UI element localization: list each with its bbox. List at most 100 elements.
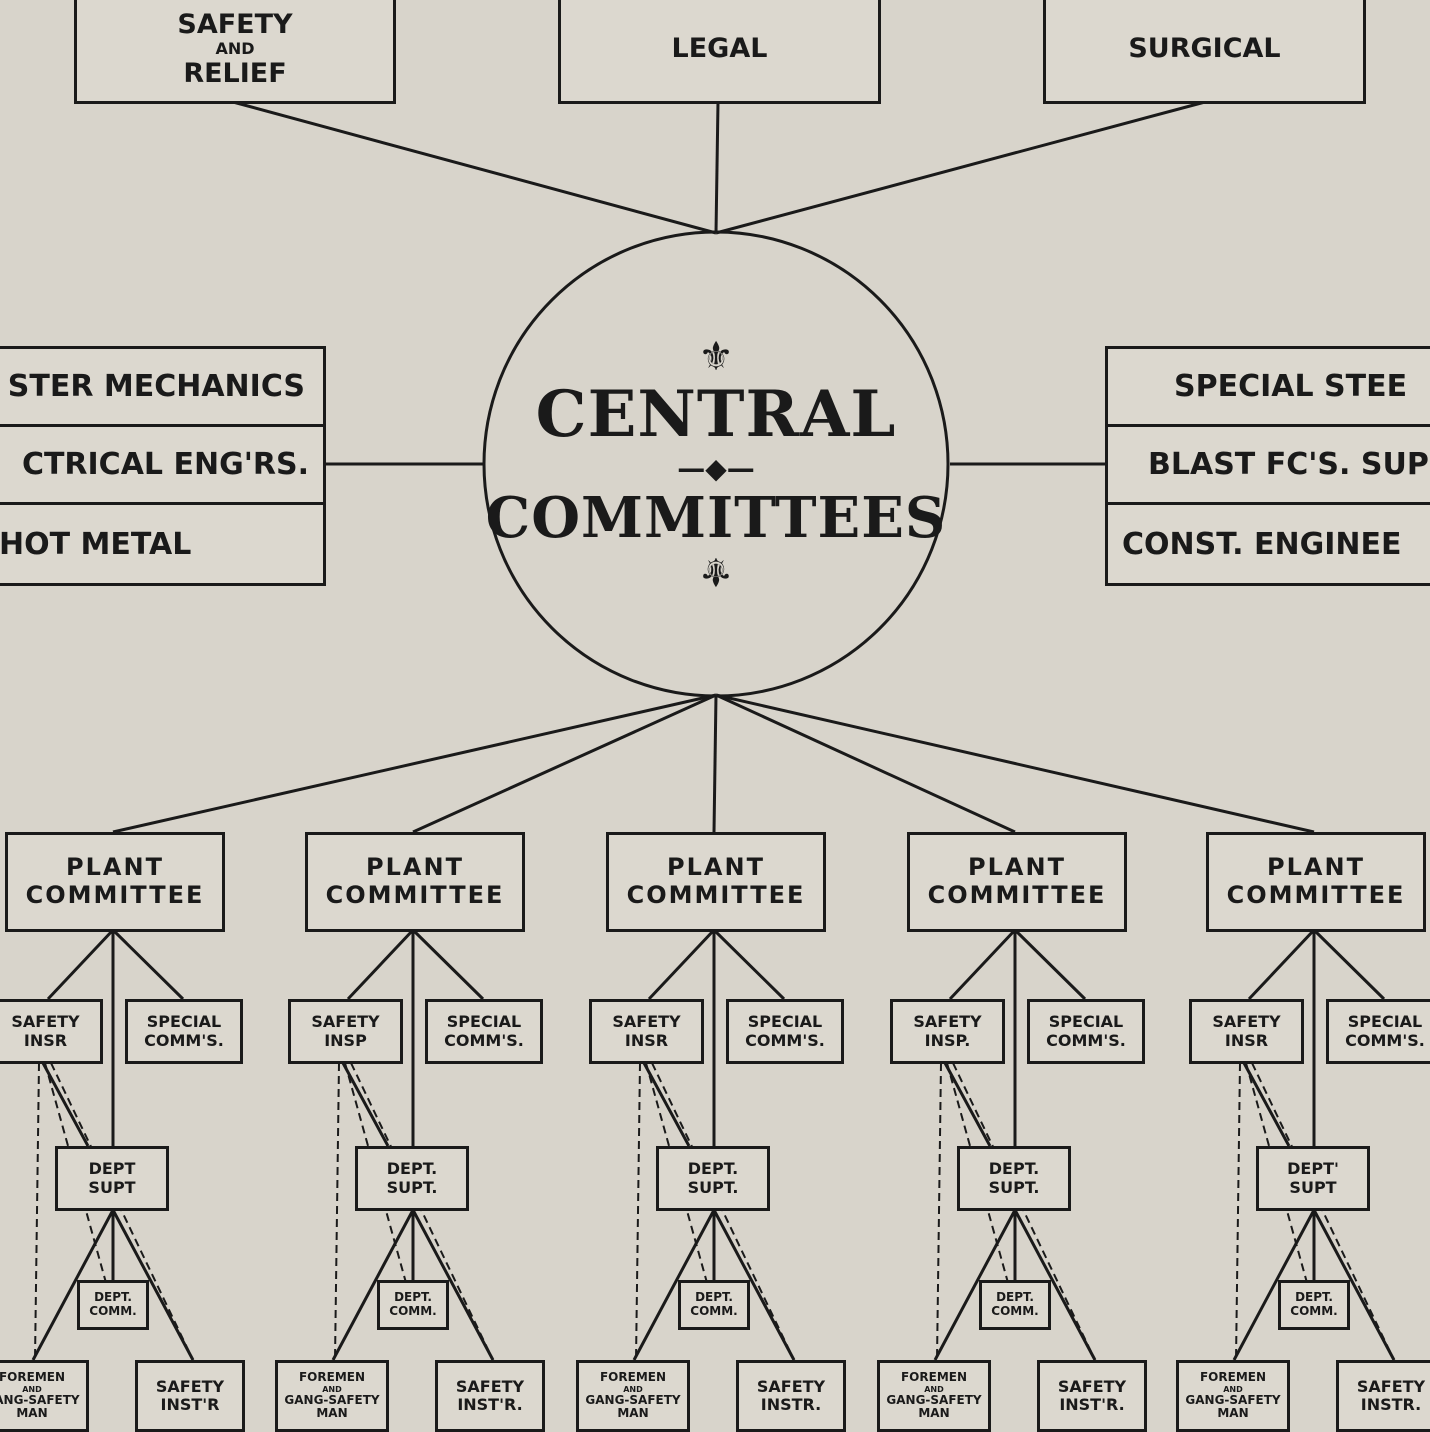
label: COMM'S.	[1046, 1030, 1126, 1050]
label: COMMITTEE	[325, 881, 505, 909]
right-row: CONST. ENGINEE	[1108, 505, 1430, 583]
line-plant-to-safety-insp	[46, 928, 115, 1001]
line-dept-supt-to-foremen	[31, 1209, 115, 1361]
label: SAFETY	[1356, 1376, 1426, 1396]
label: PLANT	[1267, 853, 1365, 882]
line-plant-to-safety-insp	[948, 928, 1017, 1001]
dept-committee-box: DEPT.COMM.	[1278, 1280, 1350, 1330]
label: SPECIAL	[1048, 1012, 1124, 1032]
label: COMM'S.	[144, 1030, 224, 1050]
dept-superintendent-box: DEPT.SUPT.	[656, 1146, 770, 1211]
label: CONST. ENGINEE	[1122, 526, 1402, 562]
dashed-line-inspection	[350, 1062, 494, 1361]
dashed-line-inspection	[651, 1062, 795, 1361]
label: STER MECHANICS	[7, 369, 305, 404]
label: AND	[623, 1384, 643, 1394]
label: SAFETY	[455, 1376, 525, 1396]
label: FOREMEN	[298, 1369, 366, 1384]
dashed-line-inspection	[334, 1062, 340, 1361]
label: PLANT	[667, 853, 765, 882]
label: SAFETY	[913, 1012, 982, 1032]
line-dept-supt-to-foremen	[1232, 1209, 1316, 1361]
label: DEPT.	[695, 1290, 733, 1305]
label: SUPT.	[386, 1177, 438, 1197]
label: SUPT.	[988, 1177, 1040, 1197]
label: COMMITTEE	[927, 881, 1107, 909]
central-title-line2: COMMITTEES	[485, 485, 947, 552]
legal-box: LEGAL	[558, 0, 881, 104]
label: COMM.	[389, 1304, 437, 1318]
line-plant-to-safety-insp	[647, 928, 716, 1001]
label: SPECIAL	[146, 1012, 222, 1032]
label: GANG-SAFETY	[886, 1392, 982, 1407]
dept-superintendent-box: DEPT.SUPT.	[957, 1146, 1071, 1211]
line-plant-to-special	[111, 928, 185, 1001]
label: FOREMEN	[599, 1369, 667, 1384]
label: SUPT.	[687, 1177, 739, 1197]
label: INSTR.	[1360, 1395, 1422, 1414]
label: AND	[322, 1384, 342, 1394]
divider-ornament-icon: —◆—	[677, 451, 755, 485]
line-dept-supt-to-safety-instr	[712, 1209, 796, 1361]
left-committee-list: STER MECHANICS CTRICAL ENG'RS. HOT METAL	[0, 346, 326, 586]
dept-committee-box: DEPT.COMM.	[678, 1280, 750, 1330]
label: CTRICAL ENG'RS.	[21, 447, 309, 482]
dept-committee-box: DEPT.COMM.	[979, 1280, 1051, 1330]
label: COMM.	[690, 1304, 738, 1318]
line-safety-insp-to-dept-supt	[41, 1062, 90, 1147]
label: SAFETY	[155, 1376, 225, 1396]
label: PLANT	[366, 853, 464, 882]
label: HOT METAL	[0, 526, 192, 562]
dashed-line-inspection	[1251, 1062, 1395, 1361]
label: GANG-SAFETY	[1185, 1392, 1281, 1407]
dashed-line-inspection	[936, 1062, 942, 1361]
label: DEPT.	[394, 1290, 432, 1305]
label: INST'R	[160, 1395, 220, 1414]
label: INST'R.	[457, 1395, 523, 1414]
label: MAN	[918, 1406, 950, 1421]
line-plant-to-safety-insp	[1247, 928, 1316, 1001]
line-center-to-plant	[715, 693, 1016, 834]
label: GANG-SAFETY	[0, 1392, 80, 1407]
line-center-to-plant	[412, 693, 717, 834]
label: SPECIAL STEE	[1174, 369, 1408, 404]
line-dept-supt-to-safety-instr	[1013, 1209, 1097, 1361]
safety-relief-box: SAFETY AND RELIEF	[74, 0, 396, 104]
label: INST'R.	[1059, 1395, 1125, 1414]
line-dept-supt-to-foremen	[331, 1209, 415, 1361]
label: DEPT.	[1295, 1290, 1333, 1305]
dashed-line-inspection	[34, 1062, 40, 1361]
label: FOREMEN	[900, 1369, 968, 1384]
label: PLANT	[968, 853, 1066, 882]
line-center-to-plant	[112, 693, 717, 834]
label: COMMITTEE	[25, 881, 205, 909]
line-plant-to-safety-insp	[346, 928, 415, 1001]
left-row: HOT METAL	[0, 505, 323, 583]
line-safety-insp-to-dept-supt	[943, 1062, 992, 1147]
label: DEPT.	[386, 1159, 438, 1179]
label: AND	[215, 38, 255, 58]
label: FOREMEN	[1199, 1369, 1267, 1384]
label: MAN	[16, 1406, 48, 1421]
line-dept-supt-to-safety-instr	[111, 1209, 195, 1361]
label: INSP	[324, 1030, 367, 1050]
label: SAFETY	[1212, 1012, 1281, 1032]
dept-superintendent-box: DEPT.SUPT.	[355, 1146, 469, 1211]
label: GANG-SAFETY	[284, 1392, 380, 1407]
right-row: BLAST FC'S. SUP	[1108, 427, 1430, 505]
line-dept-supt-to-safety-instr	[411, 1209, 495, 1361]
